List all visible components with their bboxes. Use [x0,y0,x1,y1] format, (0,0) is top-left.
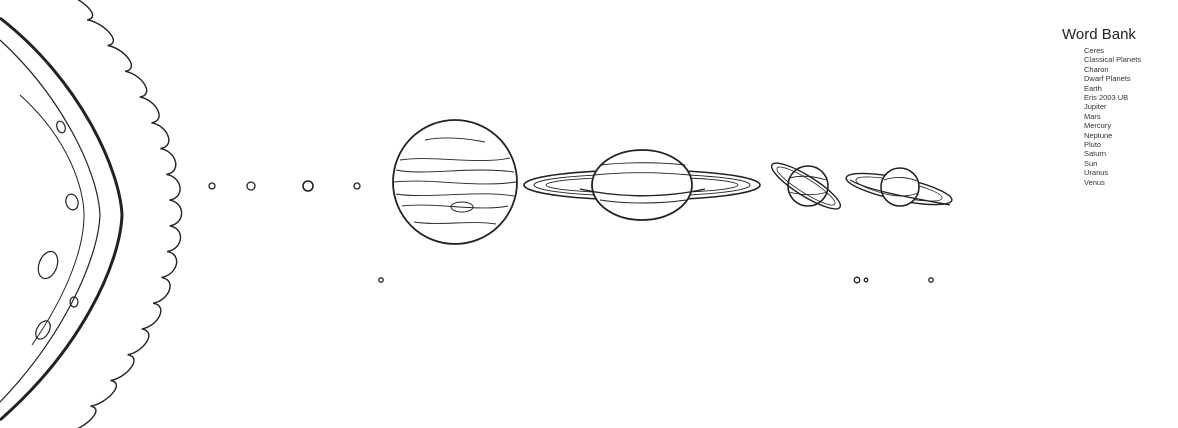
planet-saturn [524,150,760,220]
word-bank-item: Venus [1084,178,1174,187]
sun-spot [33,318,53,341]
sun-inner-rim [0,40,100,402]
planet-venus [247,182,255,190]
word-bank-item: Dwarf Planets [1084,74,1174,83]
dwarf-planet-pluto [854,277,860,283]
word-bank: Word Bank Ceres Classical Planets Charon… [1062,26,1174,187]
word-bank-item: Uranus [1084,168,1174,177]
word-bank-title: Word Bank [1062,26,1174,43]
word-bank-item: Jupiter [1084,102,1174,111]
planet-earth [303,181,313,191]
word-bank-item: Charon [1084,65,1174,74]
word-bank-item: Mercury [1084,121,1174,130]
dwarf-planet-eris [929,278,933,282]
sun-spot [64,193,80,212]
sun [0,0,182,428]
word-bank-item: Eris 2003 UB [1084,93,1174,102]
sun-outer-rim [0,18,122,420]
word-bank-item: Sun [1084,159,1174,168]
word-bank-item: Mars [1084,112,1174,121]
word-bank-item: Earth [1084,84,1174,93]
word-bank-item: Ceres [1084,46,1174,55]
word-bank-item: Saturn [1084,149,1174,158]
dwarf-planet-ceres [379,278,383,282]
planet-mars [354,183,360,189]
sun-spot [35,249,61,281]
moon-charon [864,278,868,282]
planet-neptune [844,167,954,211]
planet-mercury [209,183,215,189]
word-bank-list: Ceres Classical Planets Charon Dwarf Pla… [1062,46,1174,187]
planet-uranus [767,156,845,215]
word-bank-item: Pluto [1084,140,1174,149]
planet-jupiter [393,120,517,244]
word-bank-item: Classical Planets [1084,55,1174,64]
word-bank-item: Neptune [1084,131,1174,140]
sun-spot [55,120,67,134]
